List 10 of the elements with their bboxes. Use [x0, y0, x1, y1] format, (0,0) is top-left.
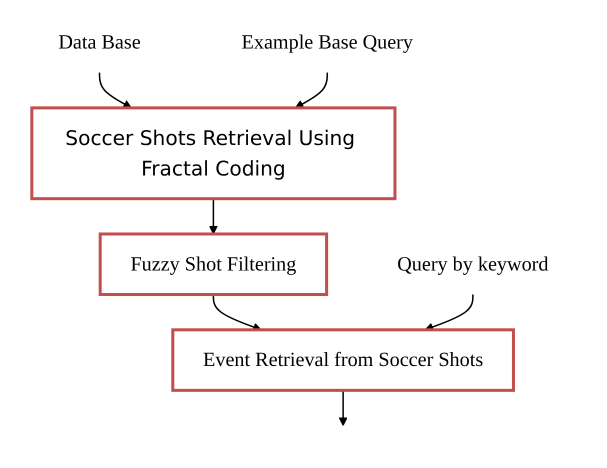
node-text: Data Base	[58, 31, 141, 54]
node-text: Example Base Query	[242, 31, 414, 54]
node-box: Soccer Shots Retrieval Using Fractal Coding	[30, 106, 397, 200]
node-text: Query by keyword	[397, 253, 549, 276]
node-box: Fuzzy Shot Filtering	[98, 232, 328, 296]
arrow	[295, 72, 328, 108]
node-box: Event Retrieval from Soccer Shots	[171, 328, 516, 392]
arrow	[98, 72, 132, 108]
arrow	[209, 198, 218, 234]
arrow	[338, 390, 348, 426]
